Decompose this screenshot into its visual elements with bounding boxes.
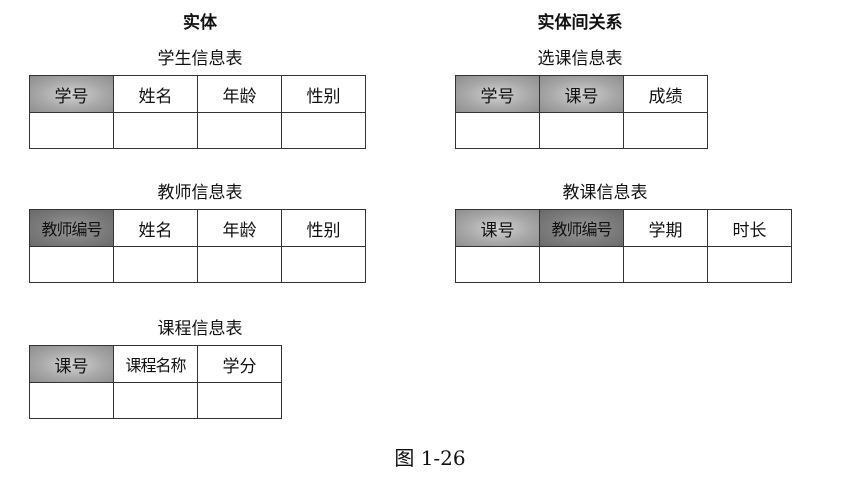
student-table-title: 学生信息表 [157,49,243,69]
enroll-table: 学号 课号 成绩 [455,75,708,149]
entities-heading: 实体 [183,13,217,33]
figure-caption: 图 1-26 [394,446,466,470]
column-header: 成绩 [623,75,708,113]
empty-cell [113,382,198,419]
teaching-table-title: 教课信息表 [562,183,648,203]
empty-cell [281,112,366,149]
empty-cell [281,246,366,283]
empty-cell [197,246,282,283]
column-header: 时长 [707,209,792,247]
column-header: 年龄 [197,209,282,247]
empty-cell [29,382,114,419]
column-header: 课程名称 [113,345,198,383]
empty-row [29,382,282,419]
table-header-row: 课号 课程名称 学分 [29,345,282,383]
empty-cell [623,112,708,149]
teaching-table: 课号 教师编号 学期 时长 [455,209,792,283]
empty-row [455,112,708,149]
empty-cell [455,112,540,149]
empty-cell [455,246,540,283]
column-header: 性别 [281,209,366,247]
primary-key-cell: 课号 [455,209,540,247]
column-header: 性别 [281,75,366,113]
teacher-table: 教师编号 姓名 年龄 性别 [29,209,366,283]
relations-heading: 实体间关系 [537,13,623,33]
column-header: 学期 [623,209,708,247]
primary-key-cell: 课号 [539,75,624,113]
table-header-row: 课号 教师编号 学期 时长 [455,209,792,247]
teacher-table-title: 教师信息表 [157,183,243,203]
primary-key-cell: 学号 [29,75,114,113]
column-header: 学分 [197,345,282,383]
empty-cell [197,112,282,149]
column-header: 姓名 [113,75,198,113]
primary-key-cell: 教师编号 [29,209,114,247]
empty-cell [707,246,792,283]
primary-key-cell: 课号 [29,345,114,383]
empty-cell [623,246,708,283]
table-header-row: 学号 姓名 年龄 性别 [29,75,366,113]
primary-key-cell: 教师编号 [539,209,624,247]
empty-row [29,112,366,149]
primary-key-cell: 学号 [455,75,540,113]
column-header: 年龄 [197,75,282,113]
course-table: 课号 课程名称 学分 [29,345,282,419]
table-header-row: 学号 课号 成绩 [455,75,708,113]
empty-cell [113,112,198,149]
empty-cell [113,246,198,283]
empty-cell [539,246,624,283]
empty-cell [197,382,282,419]
table-header-row: 教师编号 姓名 年龄 性别 [29,209,366,247]
course-table-title: 课程信息表 [157,319,243,339]
empty-cell [29,112,114,149]
empty-cell [539,112,624,149]
student-table: 学号 姓名 年龄 性别 [29,75,366,149]
empty-cell [29,246,114,283]
empty-row [29,246,366,283]
column-header: 姓名 [113,209,198,247]
enroll-table-title: 选课信息表 [537,49,623,69]
empty-row [455,246,792,283]
